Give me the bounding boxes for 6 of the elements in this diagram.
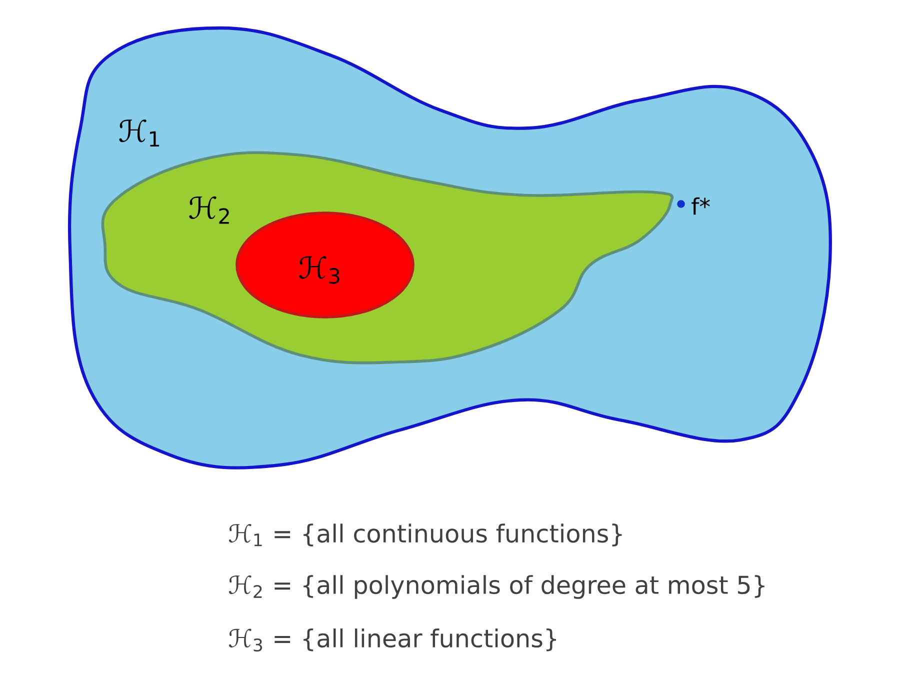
- node-label: f*: [692, 197, 710, 215]
- inner-region: ℋ$_{3}$: [236, 212, 414, 318]
- definition-text: ℋ$_{1}$ = {all continuous functions}: [229, 524, 622, 546]
- definition-text: ℋ$_{3}$ = {all linear functions}: [229, 628, 556, 652]
- point: f*: [677, 197, 710, 215]
- definition-text: ℋ$_{2}$ = {all polynomials of degree at most 5}: [229, 575, 764, 599]
